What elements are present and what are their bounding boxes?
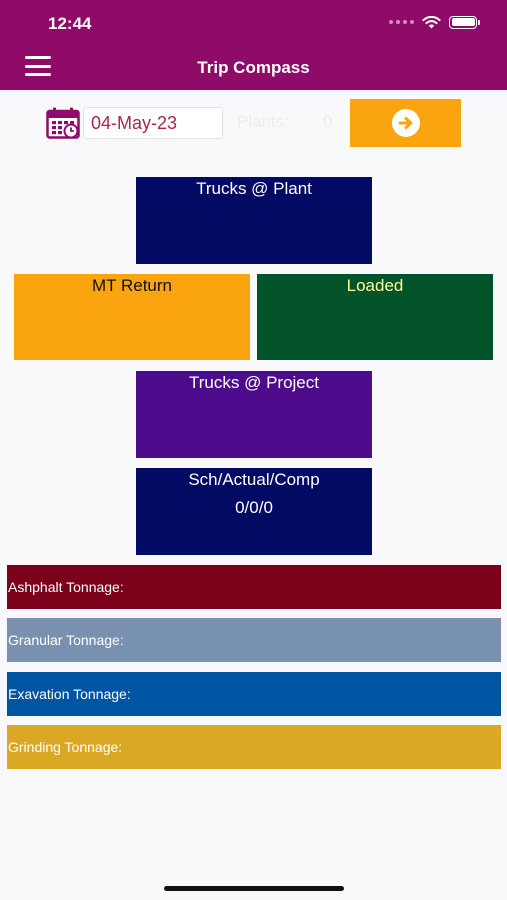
loaded-label: Loaded (346, 276, 404, 295)
trucks-at-plant-tile[interactable]: Trucks @ Plant (136, 177, 372, 264)
page-title: Trip Compass (197, 58, 310, 77)
hamburger-menu-icon[interactable] (25, 56, 51, 76)
loaded-tile[interactable]: Loaded (257, 274, 493, 360)
grinding-tonnage-row: Grinding Tonnage: (7, 725, 501, 769)
sch-actual-comp-tile[interactable]: Sch/Actual/Comp 0/0/0 (136, 468, 372, 555)
app-header: 12:44 Trip Compass (0, 0, 507, 90)
battery-icon (449, 15, 480, 29)
wifi-icon (422, 15, 441, 29)
granular-tonnage-row: Granular Tonnage: (7, 618, 501, 662)
calendar-icon[interactable] (46, 107, 80, 139)
go-button[interactable] (350, 99, 461, 147)
trucks-at-project-label: Trucks @ Project (189, 373, 319, 392)
signal-dots-icon (389, 20, 414, 24)
ashphalt-tonnage-label: Ashphalt Tonnage: (8, 579, 124, 595)
sch-actual-comp-value: 0/0/0 (235, 498, 273, 517)
mt-return-label: MT Return (92, 276, 172, 295)
plants-count: 0 (323, 112, 333, 131)
ashphalt-tonnage-row: Ashphalt Tonnage: (7, 565, 501, 609)
grinding-tonnage-label: Grinding Tonnage: (8, 739, 123, 755)
plants-label: Plants: (237, 112, 289, 131)
date-input[interactable]: 04-May-23 (83, 107, 223, 139)
granular-tonnage-label: Granular Tonnage: (8, 632, 124, 648)
sch-actual-comp-label: Sch/Actual/Comp (188, 470, 320, 489)
status-icons (389, 15, 480, 29)
filter-row: 04-May-23 Plants: 0 (0, 99, 507, 147)
arrow-right-circle-icon (391, 109, 420, 137)
trucks-at-project-tile[interactable]: Trucks @ Project (136, 371, 372, 458)
status-time: 12:44 (48, 14, 92, 33)
exavation-tonnage-row: Exavation Tonnage: (7, 672, 501, 716)
home-indicator[interactable] (164, 886, 344, 891)
mt-return-tile[interactable]: MT Return (14, 274, 250, 360)
trucks-at-plant-label: Trucks @ Plant (196, 179, 312, 198)
exavation-tonnage-label: Exavation Tonnage: (8, 686, 131, 702)
